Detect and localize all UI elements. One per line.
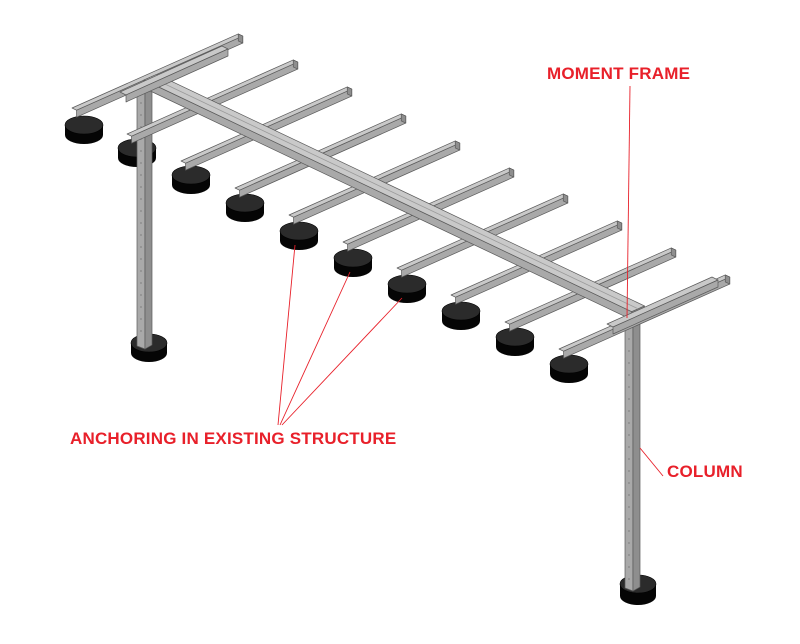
anchor-block xyxy=(387,274,427,303)
anchor-block xyxy=(495,327,535,356)
anchoring-leader xyxy=(281,297,403,426)
anchor-block xyxy=(549,354,589,383)
column-label: COLUMN xyxy=(667,462,743,481)
anchoring-leader xyxy=(277,244,296,426)
anchor-block xyxy=(333,248,373,277)
column-leader xyxy=(639,447,664,477)
anchor-block xyxy=(441,301,481,330)
anchoring-leader xyxy=(279,271,351,426)
column-left xyxy=(136,82,153,350)
anchoring-label: ANCHORING IN EXISTING STRUCTURE xyxy=(70,429,397,448)
column-group xyxy=(136,82,641,592)
anchor-block xyxy=(64,115,104,144)
moment-frame-beam xyxy=(119,45,719,335)
moment-frame-leader xyxy=(626,85,631,319)
anchor-block xyxy=(225,193,265,222)
column-right xyxy=(624,318,641,592)
anchor-block xyxy=(279,221,319,250)
frame-end-beams xyxy=(119,45,719,335)
leader-lines xyxy=(277,85,664,477)
anchor-block xyxy=(171,165,211,194)
moment-frame-label: MOMENT FRAME xyxy=(547,64,691,83)
